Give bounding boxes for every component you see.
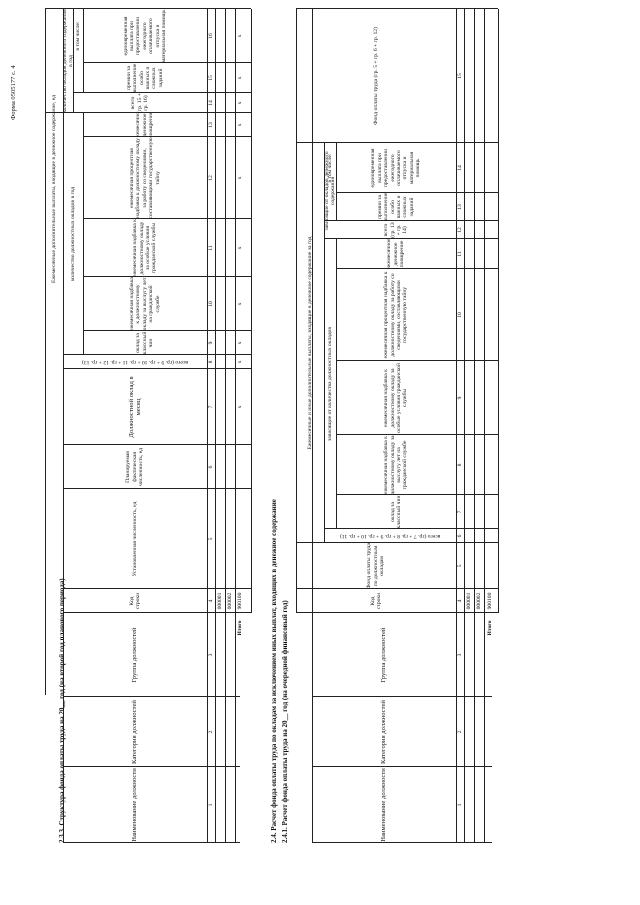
s1-in-that: в том числе: bbox=[74, 21, 81, 51]
section2-table: Наименование должности Категория должнос… bbox=[296, 3, 499, 843]
s1-colnum-4: 4 bbox=[207, 599, 214, 603]
s1-x-mark-13: x bbox=[236, 123, 243, 127]
s1-x-mark-15: x bbox=[236, 76, 243, 80]
s1-colnum-12: 12 bbox=[207, 175, 214, 181]
s1-x-mark-12: x bbox=[236, 176, 243, 180]
s1-col12-header: ежемесячная процентная надбавка к должно… bbox=[128, 137, 161, 219]
s1-colnum-15: 15 bbox=[207, 75, 214, 81]
s2-colnum-15: 15 bbox=[456, 73, 463, 79]
s1-colnum-14: 14 bbox=[207, 100, 214, 106]
s1-group-sub: количество должностных окладов в год bbox=[69, 186, 76, 282]
s1-colnum-1: 1 bbox=[207, 803, 214, 807]
s2-col13-header: премии за выполнение особо важных и слож… bbox=[376, 193, 415, 221]
s2-colnum-13: 13 bbox=[456, 204, 463, 210]
s2-colnum-2: 2 bbox=[456, 730, 463, 734]
s2-colnum-6: 6 bbox=[456, 534, 463, 538]
s2-colnum-1: 1 bbox=[456, 803, 463, 807]
s2-col-code-header: Код строки bbox=[369, 592, 382, 610]
s1-col9-header: оклад за классный чин bbox=[135, 331, 155, 355]
s2-colnum-7: 7 bbox=[456, 510, 463, 514]
s2-colnum-10: 10 bbox=[456, 312, 463, 318]
s1-colnum-2: 2 bbox=[207, 730, 214, 734]
s1-colnum-13: 13 bbox=[207, 122, 214, 128]
s1-col-established-header: Установленная численность, ед bbox=[131, 501, 138, 577]
s2-col-name-header: Наименование должности bbox=[380, 768, 388, 842]
s2-row2-code: 000002 bbox=[475, 592, 482, 610]
s1-group-sub2: количество окладов денежного содержания … bbox=[63, 9, 73, 113]
s2-colnum-11: 11 bbox=[456, 251, 463, 257]
s1-col10-header: ежемесячная надбавка к должностному окла… bbox=[128, 277, 161, 331]
s1-col-code-header: Код строки bbox=[128, 592, 141, 610]
s1-x-mark-16: x bbox=[236, 34, 243, 38]
s1-total-code: 900100 bbox=[236, 592, 243, 610]
s2-group-title: Ежемесячные и иные дополнительные выплат… bbox=[306, 236, 313, 450]
s1-x-mark-10: x bbox=[236, 302, 243, 306]
s2-col15-header: Фонд оплаты труда (гр. 5 + гр. 6 + гр. 1… bbox=[372, 27, 379, 125]
s1-colnum-5: 5 bbox=[207, 537, 214, 541]
s1-colnum-8: 8 bbox=[207, 360, 214, 364]
section2-subtitle: 2.4.1. Расчет фонда оплаты труда на 20__… bbox=[281, 600, 289, 843]
s2-col11-header: ежемесячное денежное поощрение bbox=[386, 239, 406, 269]
s1-col8-header: всего (гр. 9 + гр. 10 + гр. 11 + гр. 12 … bbox=[82, 359, 188, 366]
s1-colnum-9: 9 bbox=[207, 341, 214, 345]
s2-col-fund-header: Фонд оплаты труда по должностным окладам bbox=[366, 543, 386, 589]
s1-row2-code: 000002 bbox=[226, 592, 233, 610]
s1-col-name-header: Наименование должности bbox=[131, 768, 139, 842]
s2-col10-header: ежемесячная процентная надбавка к должно… bbox=[383, 271, 409, 359]
s2-colnum-12: 12 bbox=[456, 227, 463, 233]
s1-x-mark-8: x bbox=[236, 360, 243, 364]
s1-col16-header: единовременная выплата при предоставлени… bbox=[122, 9, 168, 63]
s2-colnum-4: 4 bbox=[456, 599, 463, 603]
s1-col-category-header: Категория должностей bbox=[131, 700, 139, 764]
s1-row1-code: 000001 bbox=[216, 592, 223, 610]
s1-colnum-16: 16 bbox=[207, 33, 214, 39]
s1-colnum-3: 3 bbox=[207, 653, 214, 657]
s1-col14-header: всего (гр. 15 + гр. 16) bbox=[130, 93, 150, 113]
s1-colnum-6: 6 bbox=[207, 465, 214, 469]
s2-colnum-9: 9 bbox=[456, 396, 463, 400]
s1-col-group-header: Группа должностей bbox=[131, 627, 139, 683]
s1-colnum-7: 7 bbox=[207, 405, 214, 409]
section1-table: Наименование должности Категория должнос… bbox=[45, 3, 252, 843]
s2-total-label: Итого bbox=[486, 620, 493, 636]
s1-total-label: Итого bbox=[236, 620, 243, 636]
s1-col-salary-header: Должностной оклад в месяц bbox=[127, 376, 143, 438]
s2-col-category-header: Категория должностей bbox=[380, 700, 388, 764]
s2-col12-header: всего (гр. 13 + гр. 14) bbox=[383, 222, 409, 238]
s2-total-code: 900100 bbox=[486, 592, 493, 610]
s2-colnum-3: 3 bbox=[456, 653, 463, 657]
s1-colnum-10: 10 bbox=[207, 301, 214, 307]
s1-col-actual-header: Планируемая фактическая численность, ед bbox=[125, 447, 145, 487]
form-label: Форма 0505177 с. 4 bbox=[10, 65, 17, 120]
s1-x-mark-11: x bbox=[236, 246, 243, 250]
s2-col-group-header: Группа должностей bbox=[380, 627, 388, 683]
s1-x-mark-9: x bbox=[236, 341, 243, 345]
s2-col14-header: единовременная выплата при предоставлени… bbox=[370, 148, 422, 188]
s2-row1-code: 000001 bbox=[465, 592, 472, 610]
s1-x-mark-7: x bbox=[236, 405, 243, 409]
s1-col11-header: ежемесячная надбавка к должностному окла… bbox=[132, 219, 158, 277]
s2-col6-header: всего (гр. 7 + гр. 8 + гр. 9 + гр. 10 + … bbox=[339, 533, 441, 540]
s2-colnum-14: 14 bbox=[456, 165, 463, 171]
s2-col8-header: ежемесячная надбавка к должностному окла… bbox=[383, 435, 409, 495]
s1-x-mark-14: x bbox=[236, 101, 243, 105]
s2-colnum-8: 8 bbox=[456, 463, 463, 467]
s2-col7-header: оклад за классный чин bbox=[389, 495, 402, 529]
s1-col15-header: премии за выполнение особо важных и слож… bbox=[125, 63, 164, 93]
s1-col13-header: ежемесячное денежное поощрение bbox=[135, 113, 155, 137]
section2-title: 2.4. Расчет фонда оплаты труда по оклада… bbox=[270, 499, 278, 843]
s1-group-title: Ежемесячные дополнительные выплаты, вход… bbox=[50, 95, 57, 283]
s1-colnum-11: 11 bbox=[207, 245, 214, 251]
s2-col9-header: ежемесячная надбавка к должностному окла… bbox=[383, 363, 409, 433]
s2-group-sub: зависящие от количества должностных окла… bbox=[326, 327, 333, 441]
s2-colnum-5: 5 bbox=[456, 564, 463, 568]
s2-in-that: в том числе: bbox=[326, 153, 333, 183]
